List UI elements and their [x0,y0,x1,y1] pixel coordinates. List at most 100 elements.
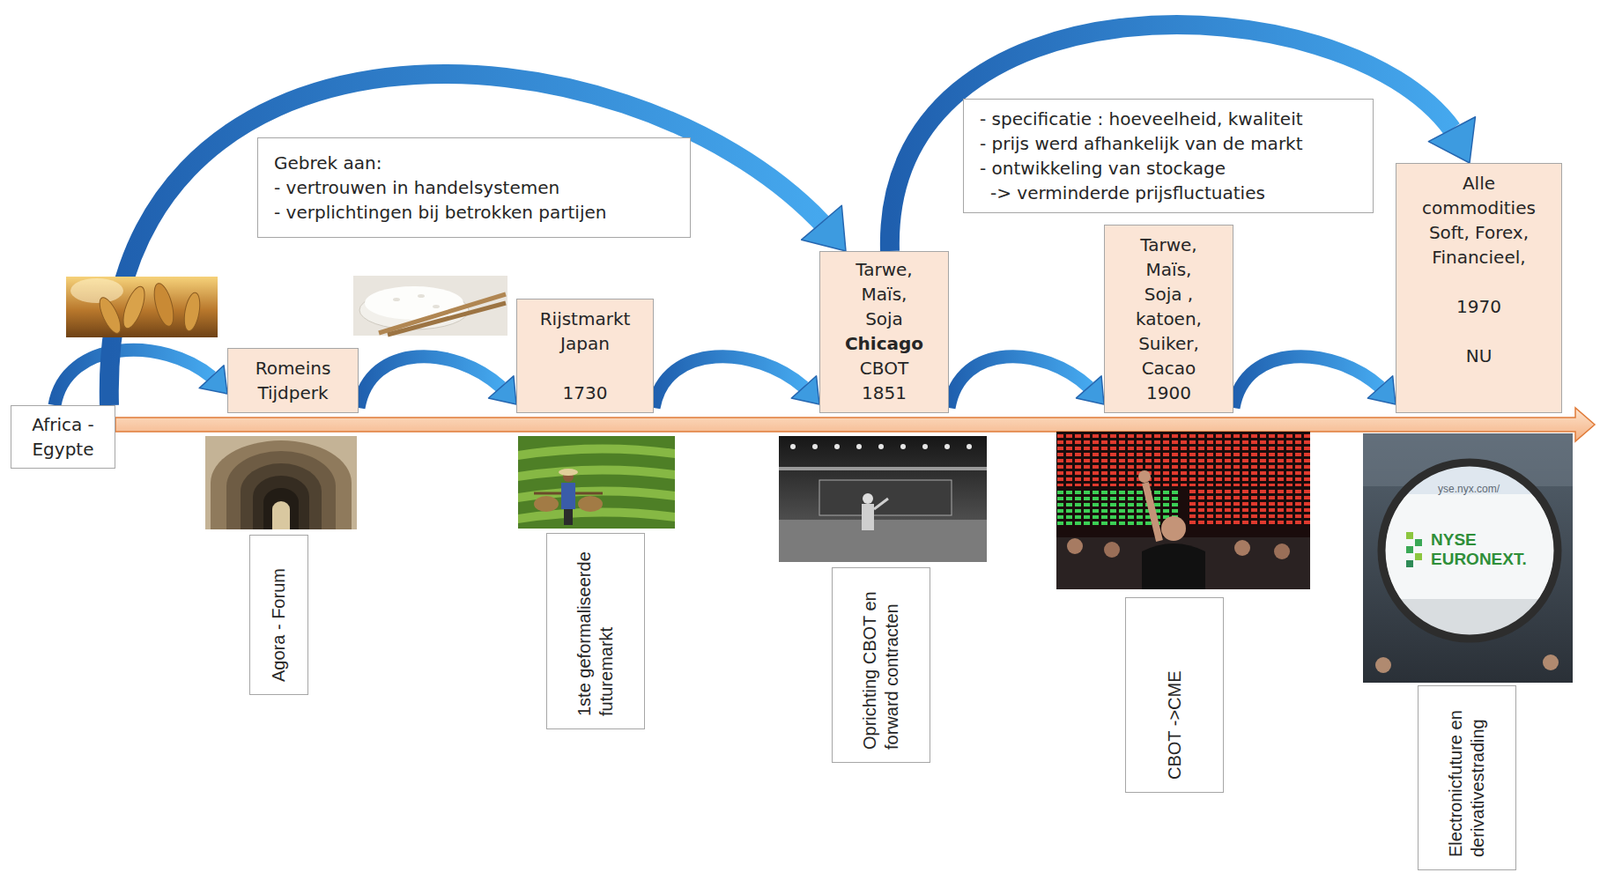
person-head [1542,654,1559,671]
crowd [1056,537,1311,590]
box-text: - specificatie : hoeveelheid, kwaliteit [979,106,1304,132]
era-box: Rijstmarkt Japan 1730 [516,298,654,414]
floor-ground [1056,431,1311,590]
chopstick [387,303,506,335]
rice-bowl-photo [353,275,508,336]
big-curved-arrow [109,74,846,406]
logo-square [1414,553,1423,561]
terrace-band [518,465,675,482]
note-box: - specificatie : hoeveelheid, kwaliteit -… [962,98,1374,214]
big-curved-arrow [889,24,1476,252]
farmer-body [561,482,576,510]
ticker-board [1056,489,1180,526]
rotated-text-frame: 1ste geformaliseerde futuremarkt [573,544,618,717]
ticker-board [1189,489,1311,526]
label-holder: yse.nyx.com/ [1437,482,1500,496]
box-text: - vertrouwen in handelsystemen [274,175,560,200]
rotated-text: Oprichting CBOT en forward contracten [859,578,904,750]
box-text: Rijstmarkt Japan [540,306,631,356]
box-text: Chicago [844,331,924,356]
box-text: Tarwe, Maïs, Soja [855,257,912,332]
event-box: CBOT ->CME [1125,597,1224,793]
rotated-text: Agora - Forum [267,546,290,682]
arrow-shaft [948,356,1089,408]
event-box: Oprichting CBOT en forward contracten [831,567,931,763]
wheat-ear [118,283,149,331]
basket [533,496,559,512]
trading-floor [778,519,987,563]
raised-hand [1138,470,1151,483]
wheat-photo [66,276,218,338]
box-text: 1730 [562,380,608,406]
stone-arch [210,440,352,530]
start-box: Africa - Egypte [10,405,116,469]
rotated-text: CBOT ->CME [1163,608,1186,780]
trader-head [862,493,874,504]
box-text: - ontwikkeling van stockage [979,155,1226,181]
curved-arrow [358,356,517,408]
curved-arrow [54,349,228,406]
rice-ground [353,275,508,336]
box-text: 1970 [1456,294,1502,319]
era-box: Tarwe, Maïs, Soja , katoen, Suiker, Caca… [1103,224,1234,414]
crowd-head [1103,541,1120,558]
wheat-ground [66,276,218,338]
logo-square [1406,560,1414,568]
arrow-head [1428,117,1475,163]
arrow-shaft [1233,356,1381,408]
ruins-photo [205,436,357,530]
curved-arrow [653,356,820,408]
rotated-text-frame: Oprichting CBOT en forward contracten [859,578,904,750]
event-box: 1ste geformaliseerde futuremarkt [546,533,645,730]
farmer-hat [558,468,578,476]
rotated-text-frame: Agora - Forum [267,546,290,682]
trading-floor-photo [1056,431,1311,590]
url-text: yse.nyx.com/ [1437,482,1500,496]
stone-arch [263,488,299,530]
logo-square [1414,539,1423,547]
wheat-ear [95,295,125,337]
price-board [819,480,952,516]
chopstick [378,294,506,334]
arrow-head [1367,376,1396,405]
rotated-text-frame: Electronicfuture en derivativestrading [1444,696,1489,858]
box-text: - verplichtingen bij betrokken partijen [274,200,607,225]
terrace-ground [518,436,675,529]
raised-arm [1145,482,1160,541]
box-text: Romeins Tijdperk [255,355,332,406]
box-text: Gebrek aan: [274,150,382,176]
arrow-shaft [358,356,502,408]
rice-mound [364,286,464,320]
cbot-hall-photo [778,436,987,563]
arrow-head [801,205,846,252]
arrow-head [488,376,517,405]
arch-opening [272,501,290,530]
era-box: Romeins Tijdperk [227,348,359,414]
nyse-photo [1362,433,1573,683]
arrow-shaft [54,349,212,406]
curved-arrow [1233,356,1396,408]
farmer-legs [563,509,573,526]
arrow-head [1076,376,1104,405]
box-text: CBOT 1851 [859,355,909,406]
wheat-ear [150,281,178,329]
sun-glow [70,278,124,304]
crowd-head [1066,538,1083,555]
crowd-head [1274,543,1290,560]
arrow-head [791,376,820,405]
rice-grain [417,294,425,298]
stone-arch [252,475,310,530]
logo-square [1406,532,1414,540]
box-text: Africa - Egypte [21,412,105,462]
arrow-shaft [889,24,1452,252]
hall-ground [778,436,987,563]
ticker-board [1056,433,1311,487]
box-text: Alle commodities Soft, Forex, Financieel… [1422,170,1536,270]
trader-body [861,503,875,531]
era-box: Tarwe, Maïs, SojaChicagoCBOT 1851 [819,251,949,414]
balcony-rail [778,466,987,471]
ceiling-lights [789,441,984,454]
stone-arch [240,463,322,530]
magnifier-ring [1381,462,1558,639]
